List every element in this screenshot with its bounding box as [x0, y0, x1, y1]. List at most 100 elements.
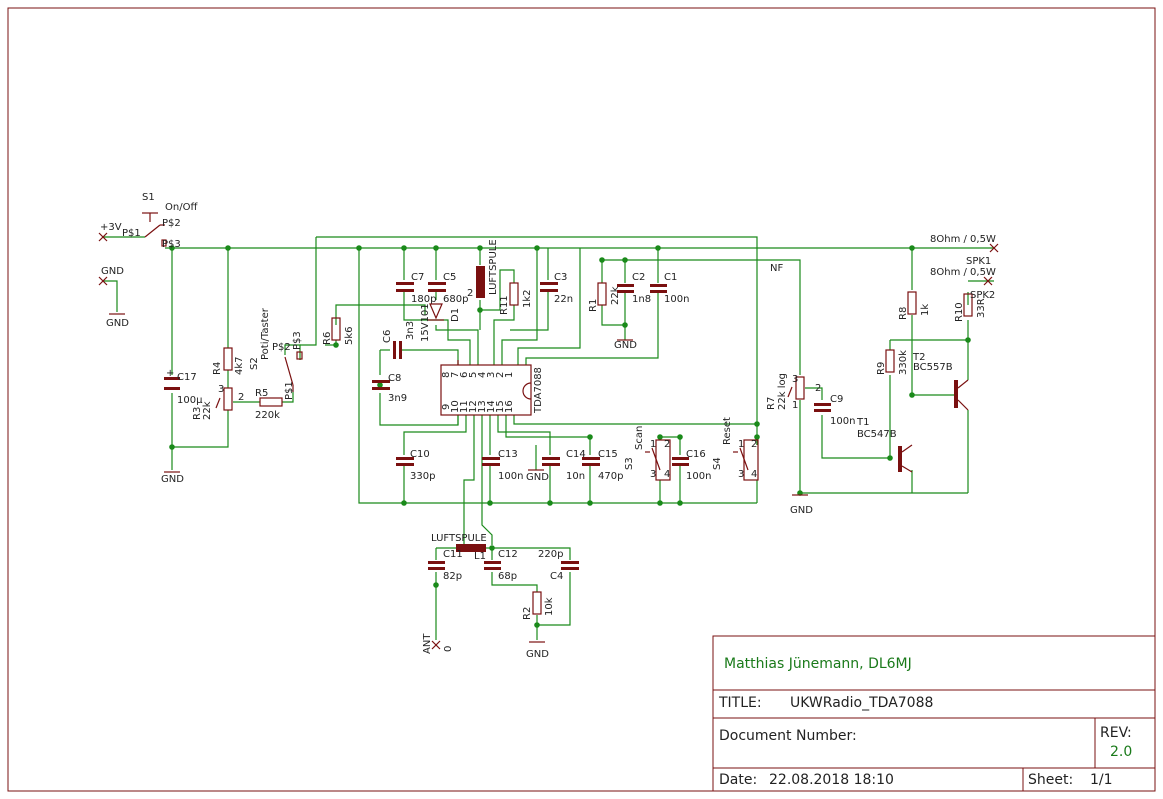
- svg-text:22k: 22k: [610, 286, 621, 305]
- ic-pin-label: 3: [486, 372, 497, 378]
- svg-text:680p: 680p: [443, 294, 468, 305]
- resistor-r9: R9 330k: [876, 349, 909, 375]
- svg-text:2: 2: [467, 288, 473, 299]
- svg-text:C16: C16: [686, 449, 706, 460]
- svg-text:R4: R4: [212, 362, 223, 375]
- svg-text:1k2: 1k2: [522, 289, 533, 308]
- svg-text:ANT: ANT: [422, 633, 433, 654]
- svg-text:C6: C6: [382, 330, 393, 343]
- svg-text:LUFTSPULE: LUFTSPULE: [488, 239, 499, 295]
- svg-text:220k: 220k: [255, 410, 280, 421]
- svg-text:330k: 330k: [898, 350, 909, 375]
- svg-text:C1: C1: [664, 272, 677, 283]
- capacitor-c9: C9 100n: [814, 394, 855, 427]
- sheet-frame: [7, 7, 1156, 792]
- capacitor-c4: 220p C4: [538, 549, 579, 582]
- svg-text:+3V: +3V: [100, 222, 122, 233]
- svg-text:R8: R8: [898, 307, 909, 320]
- sheet-value: 1/1: [1090, 772, 1113, 788]
- svg-text:C12: C12: [498, 549, 518, 560]
- junctions: [169, 245, 971, 628]
- coil-luftspule-top: LUFTSPULE 2: [467, 239, 499, 299]
- resistor-r4: R4 4k7: [212, 347, 245, 375]
- diode-d1: 15V101 D1: [420, 303, 461, 342]
- ic-pin-label: 5: [468, 372, 479, 378]
- capacitor-c2: C2 1n8 GND: [614, 272, 651, 351]
- svg-text:C11: C11: [443, 549, 463, 560]
- capacitor-c15: C15 470p: [582, 449, 623, 482]
- svg-text:22n: 22n: [554, 294, 573, 305]
- svg-text:1: 1: [738, 439, 744, 450]
- svg-text:100n: 100n: [498, 471, 523, 482]
- svg-text:GND: GND: [106, 318, 129, 329]
- svg-text:R3: R3: [192, 407, 203, 420]
- svg-text:R2: R2: [522, 607, 533, 620]
- svg-text:GND: GND: [614, 340, 637, 351]
- svg-text:10k: 10k: [544, 597, 555, 616]
- svg-text:4: 4: [751, 469, 757, 480]
- ic-pin-label: 6: [459, 372, 470, 378]
- svg-text:4: 4: [664, 469, 670, 480]
- resistor-r8: R8 1k: [898, 291, 931, 320]
- speaker-connectors: 8Ohm / 0,5W SPK1 8Ohm / 0,5W SPK2: [930, 234, 999, 301]
- svg-text:P$2: P$2: [272, 342, 291, 353]
- ic-pin-label: 9: [441, 404, 452, 410]
- capacitor-c14: C14 10n: [542, 449, 586, 482]
- svg-text:GND: GND: [790, 505, 813, 516]
- resistor-r6: R6 5k6: [322, 317, 355, 345]
- antenna-connector: ANT 0: [422, 633, 454, 654]
- capacitor-c3: C3 22n: [540, 272, 573, 305]
- potentiometer-r7: R7 22k log 2 3 1 GND: [766, 373, 821, 516]
- ic-pin-label: 7: [450, 372, 461, 378]
- svg-text:S3: S3: [624, 457, 635, 470]
- svg-text:10n: 10n: [566, 471, 585, 482]
- resistor-r1: R1 22k: [588, 282, 621, 312]
- svg-text:100n: 100n: [664, 294, 689, 305]
- svg-text:On/Off: On/Off: [165, 202, 198, 213]
- svg-text:T1: T1: [856, 417, 869, 428]
- svg-text:SPK1: SPK1: [966, 256, 991, 267]
- svg-text:100n: 100n: [830, 416, 855, 427]
- svg-text:1n8: 1n8: [632, 294, 651, 305]
- svg-text:R5: R5: [255, 388, 268, 399]
- ic-pin-label: 13: [477, 400, 488, 413]
- ic-pin-label: 2: [495, 372, 506, 378]
- svg-text:T2: T2: [912, 352, 925, 363]
- svg-text:2: 2: [815, 383, 821, 394]
- transistor-t2: T2 BC557B: [912, 352, 969, 411]
- resistor-r2: R2 10k GND: [522, 591, 555, 660]
- coil-luftspule-l1: LUFTSPULE L1: [431, 533, 487, 562]
- net-label-nf: NF: [770, 263, 783, 274]
- ic-pin-label: 16: [504, 400, 515, 413]
- capacitor-c5: C5 680p: [428, 272, 468, 305]
- svg-text:8Ohm / 0,5W: 8Ohm / 0,5W: [930, 267, 996, 278]
- transistor-t1: T1 BC547B: [856, 417, 913, 473]
- svg-text:BC557B: BC557B: [913, 362, 953, 373]
- gnd-connector-left: GND GND: [98, 266, 129, 329]
- svg-text:S4: S4: [712, 457, 723, 470]
- svg-text:GND: GND: [526, 472, 549, 483]
- svg-text:S2: S2: [249, 357, 260, 370]
- svg-text:5k6: 5k6: [344, 326, 355, 345]
- svg-text:C5: C5: [443, 272, 456, 283]
- potentiometer-r3: R3 22k 2 3: [192, 384, 244, 420]
- capacitor-c8: C8 3n9: [372, 373, 407, 404]
- resistor-r11: R11 1k2: [499, 282, 533, 315]
- svg-text:C8: C8: [388, 373, 401, 384]
- wires: [103, 236, 994, 640]
- svg-text:D1: D1: [450, 308, 461, 322]
- svg-text:0: 0: [443, 646, 454, 652]
- svg-text:4k7: 4k7: [234, 356, 245, 375]
- svg-text:S1: S1: [142, 192, 155, 203]
- switch-s4-reset: S4 Reset 1 2 3 4: [712, 417, 759, 481]
- svg-text:3: 3: [218, 384, 224, 395]
- svg-text:R7: R7: [766, 397, 777, 410]
- svg-text:330p: 330p: [410, 471, 435, 482]
- ic-pin-label: 14: [486, 400, 497, 413]
- svg-text:C17: C17: [177, 372, 197, 383]
- svg-text:P$3: P$3: [162, 239, 181, 250]
- svg-text:Scan: Scan: [634, 426, 645, 450]
- svg-text:GND: GND: [101, 266, 124, 277]
- svg-text:P$3: P$3: [292, 331, 303, 350]
